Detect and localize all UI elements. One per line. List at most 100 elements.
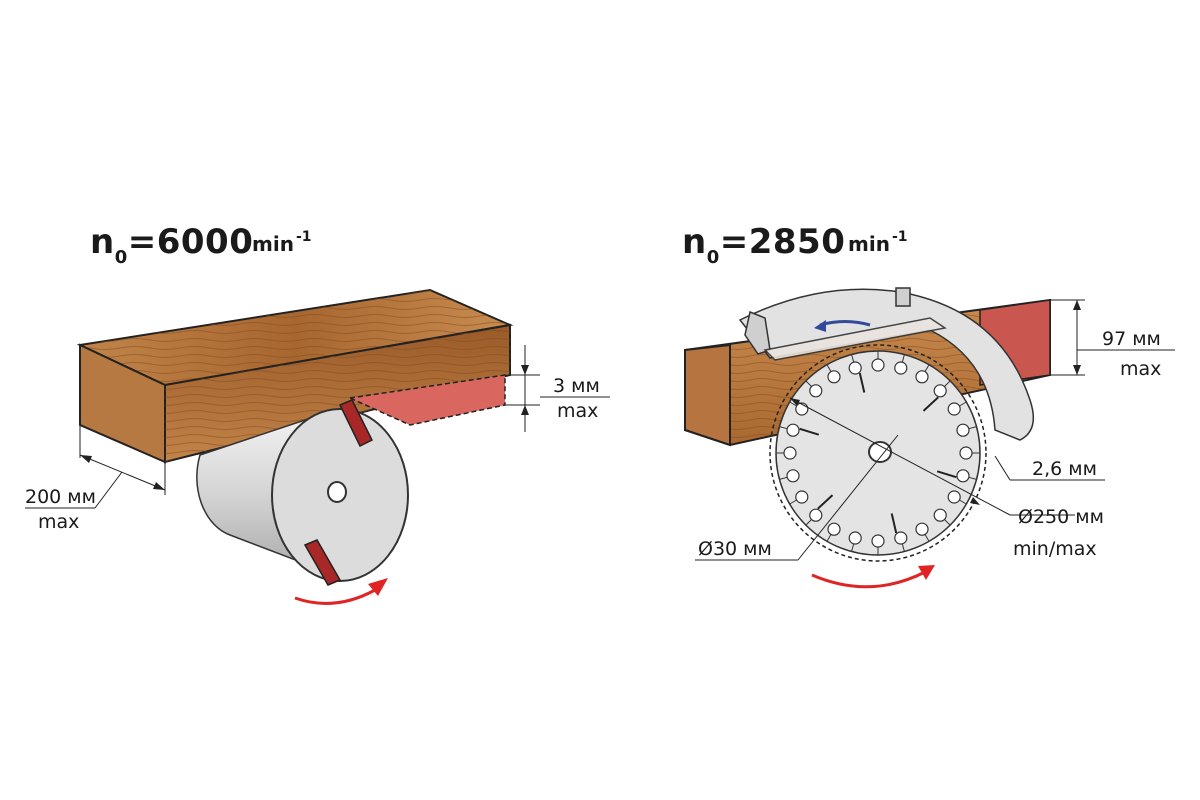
- tooth-gullet: [959, 446, 973, 460]
- drum-axle: [327, 481, 347, 503]
- tooth-gullet: [827, 522, 841, 536]
- expansion-slot: [922, 396, 939, 412]
- expansion-slot: [799, 427, 820, 436]
- tooth-edge: [851, 354, 855, 363]
- guard-arrow-head: [814, 320, 826, 332]
- blade-guard: [738, 288, 1035, 441]
- unit-base: min: [252, 232, 294, 256]
- saw-illustration: [684, 287, 1175, 589]
- kerf-value-label: 2,6 мм: [1032, 458, 1097, 480]
- guard-front-plate: [744, 310, 771, 355]
- speed-symbol: n: [90, 222, 115, 262]
- depth-arrow-top: [521, 365, 529, 375]
- saw-panel: n0=2850 min-1: [600, 0, 1200, 800]
- tooth-gullet: [786, 423, 800, 437]
- guard-knob: [895, 287, 911, 307]
- tooth-edge: [968, 476, 977, 480]
- tooth-edge: [789, 499, 797, 505]
- blade-outline-dashed: [769, 344, 987, 562]
- expansion-slot: [890, 513, 898, 534]
- diameter-arrow-left: [790, 398, 800, 406]
- knife-top: [338, 399, 374, 448]
- speed-value: =6000: [127, 222, 254, 262]
- width-dim-line: [79, 454, 166, 491]
- tooth-gullet: [956, 423, 970, 437]
- workpiece-front-grain: [165, 325, 510, 462]
- speed-subscript: 0: [114, 247, 128, 268]
- tooth-edge: [779, 426, 788, 430]
- tooth-edge: [826, 364, 832, 372]
- planer-speed-unit: min-1: [252, 229, 312, 256]
- tooth-gullet: [871, 534, 885, 548]
- tooth-edge: [924, 364, 930, 372]
- unit-exponent: -1: [295, 229, 312, 245]
- expansion-slot: [936, 470, 957, 479]
- tooth-edge: [805, 380, 812, 387]
- tooth-edge: [959, 401, 967, 407]
- diameter-value-label: Ø250 мм: [1018, 506, 1104, 528]
- bore-value-label: Ø30 мм: [698, 538, 772, 560]
- tooth-gullet: [933, 508, 947, 522]
- tooth-gullet: [848, 531, 862, 545]
- kerf-leader-diag: [994, 455, 1011, 481]
- tooth-edge: [901, 354, 905, 363]
- tooth-gullet: [894, 361, 908, 375]
- height-arrow-top: [1073, 300, 1081, 310]
- guard-top-plate: [763, 317, 947, 361]
- tooth-edge: [944, 380, 951, 387]
- tooth-gullet: [783, 446, 797, 460]
- tooth-edge: [779, 476, 788, 480]
- tooth-gullet: [956, 469, 970, 483]
- planer-panel: n0=6000 min-1: [25, 222, 610, 605]
- tooth-edge: [924, 534, 930, 542]
- depth-value-label: 3 мм: [553, 375, 600, 397]
- tooth-edge: [805, 519, 812, 526]
- tooth-gullet: [947, 490, 961, 504]
- width-max-label: max: [38, 511, 80, 533]
- tooth-gullet: [871, 358, 885, 372]
- tooth-edge: [789, 401, 797, 407]
- bore-leader-diag: [797, 434, 899, 561]
- unit-base: min: [848, 232, 890, 256]
- diameter-arrow-right: [970, 497, 980, 505]
- tooth-gullet: [795, 490, 809, 504]
- beam-end-face: [684, 343, 731, 447]
- saw-rotation-arrow-head: [918, 565, 935, 580]
- tooth-edge: [944, 519, 951, 526]
- diameter-dim-line: [789, 397, 1011, 516]
- speed-subscript: 0: [706, 247, 720, 268]
- saw-teeth: [776, 351, 980, 555]
- height-value-label: 97 мм: [1102, 328, 1161, 350]
- width-leader-diag: [94, 471, 123, 509]
- expansion-slot: [817, 494, 834, 510]
- depth-arrow-bottom: [521, 405, 529, 415]
- tooth-edge: [959, 499, 967, 505]
- height-arrow-bottom: [1073, 365, 1081, 375]
- height-max-label: max: [1120, 358, 1162, 380]
- tooth-gullet: [827, 370, 841, 384]
- depth-max-label: max: [557, 400, 599, 422]
- unit-exponent: -1: [891, 229, 908, 245]
- expansion-slot: [858, 372, 866, 393]
- width-arrow-right: [153, 482, 165, 490]
- tooth-gullet: [915, 370, 929, 384]
- tooth-gullet: [915, 522, 929, 536]
- rotation-arrow-path: [294, 588, 376, 605]
- blade-bore: [868, 441, 892, 463]
- tooth-gullet: [894, 531, 908, 545]
- diameter-range-label: min/max: [1013, 538, 1097, 560]
- width-arrow-left: [80, 455, 92, 463]
- planer-illustration: [25, 288, 610, 605]
- tooth-edge: [968, 426, 977, 430]
- tooth-gullet: [933, 384, 947, 398]
- planer-speed: n0=6000: [90, 222, 254, 268]
- saw-speed-unit: min-1: [848, 229, 908, 256]
- tooth-gullet: [809, 508, 823, 522]
- workpiece-top-grain: [80, 290, 510, 385]
- saw-speed: n0=2850: [682, 222, 845, 268]
- tooth-gullet: [848, 361, 862, 375]
- tooth-edge: [851, 543, 855, 552]
- tooth-gullet: [947, 402, 961, 416]
- tooth-edge: [901, 543, 905, 552]
- tooth-gullet: [786, 469, 800, 483]
